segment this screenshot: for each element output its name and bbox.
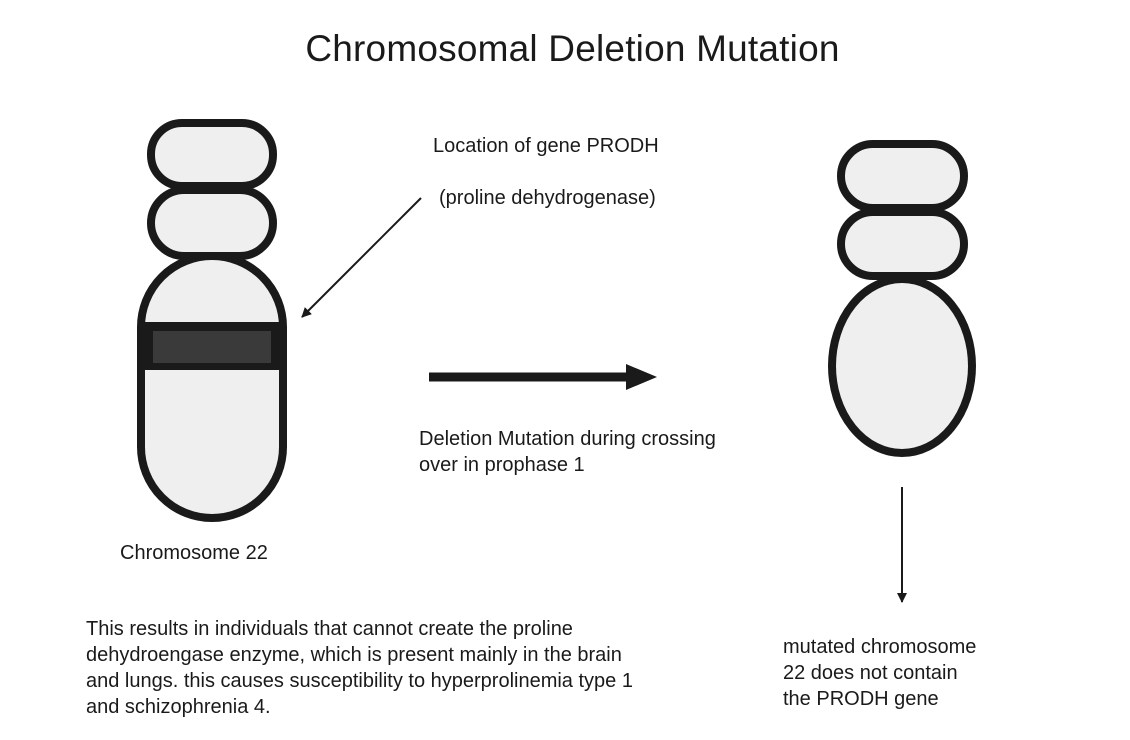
mutated-chromosome: [828, 140, 976, 457]
result-label-line-3: the PRODH gene: [783, 688, 939, 710]
explanation-line-2: dehydroengase enzyme, which is present m…: [86, 644, 622, 666]
result-label-line-2: 22 does not contain: [783, 662, 958, 684]
result-label-line-1: mutated chromosome: [783, 636, 977, 658]
deletion-process-arrow: [429, 364, 657, 390]
explanation-line-1: This results in individuals that cannot …: [86, 618, 573, 640]
mutated-second-segment: [837, 208, 968, 280]
explanation-text: This results in individuals that cannot …: [86, 616, 633, 720]
original-chromosome: [137, 119, 287, 522]
explanation-line-3: and lungs. this causes susceptibility to…: [86, 670, 633, 692]
original-chromosome-label: Chromosome 22: [120, 542, 268, 564]
prodh-gene-band: [153, 331, 271, 363]
explanation-line-4: and schizophrenia 4.: [86, 696, 271, 718]
process-label-line-2: over in prophase 1: [419, 454, 585, 476]
chromosome-top-segment: [147, 119, 277, 190]
mutated-main-body: [828, 275, 976, 457]
process-label-line-1: Deletion Mutation during crossing: [419, 428, 716, 450]
gene-location-line-2: (proline dehydrogenase): [439, 187, 656, 209]
gene-location-label: Location of gene PRODH (proline dehydrog…: [433, 133, 659, 211]
chromosome-second-segment: [147, 186, 277, 260]
process-label: Deletion Mutation during crossing over i…: [419, 426, 716, 478]
gene-location-line-1: Location of gene PRODH: [433, 135, 659, 157]
result-label: mutated chromosome 22 does not contain t…: [783, 634, 976, 712]
chromosome-main-body: [137, 252, 287, 522]
diagram-title: Chromosomal Deletion Mutation: [305, 28, 840, 69]
gene-pointer-arrow: [301, 197, 422, 318]
mutated-top-segment: [837, 140, 968, 212]
